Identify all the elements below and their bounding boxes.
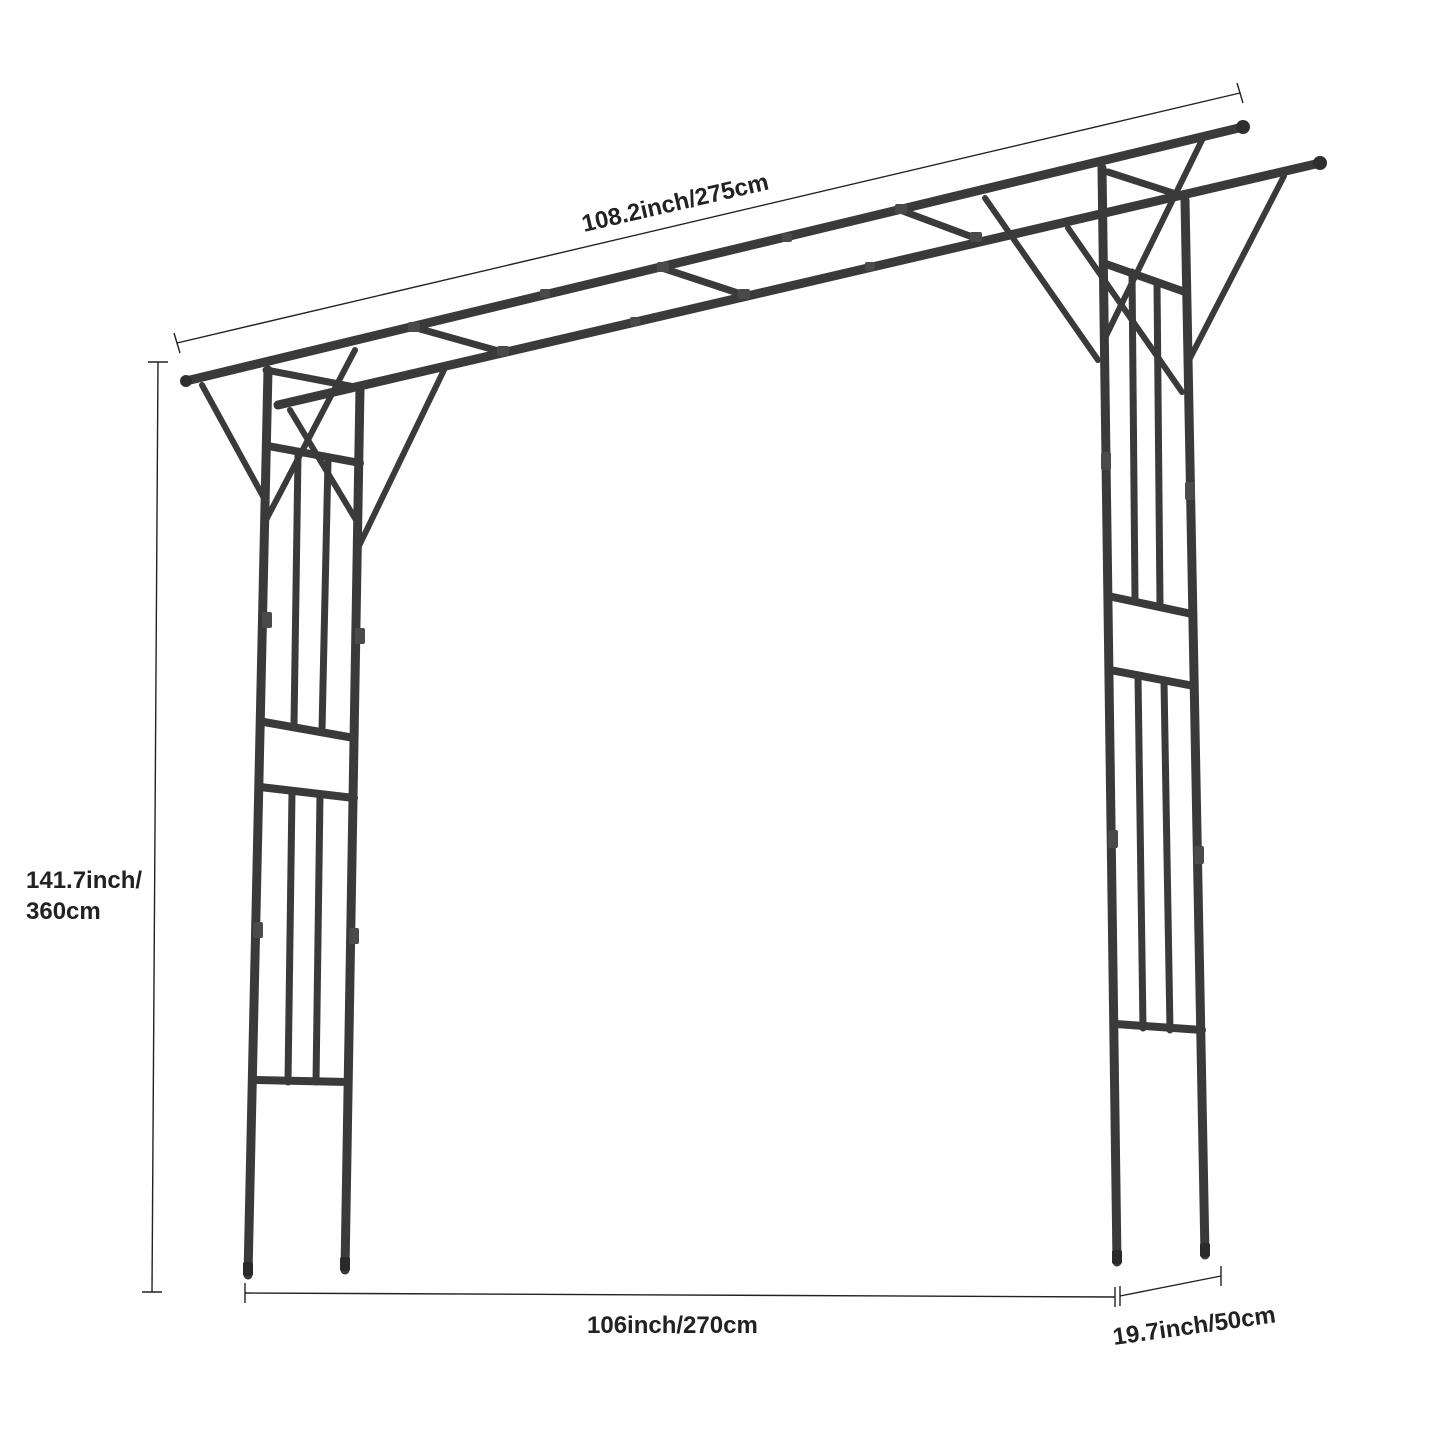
height-label-line2: 360cm bbox=[26, 898, 101, 925]
right-post-back bbox=[1097, 163, 1122, 1267]
right-slat-upper-2 bbox=[1153, 278, 1164, 609]
top-beams bbox=[180, 120, 1327, 410]
left-slat-upper-2 bbox=[318, 456, 332, 734]
right-crossbar-4 bbox=[1112, 1020, 1206, 1034]
depth-label: 19.7inch/50cm bbox=[1111, 1301, 1277, 1351]
length-dimension-line bbox=[176, 92, 1241, 344]
left-brace-front-inner bbox=[355, 367, 447, 551]
right-end-braces bbox=[982, 137, 1287, 395]
left-brace-front-outer bbox=[287, 407, 359, 523]
top-beam-back bbox=[181, 122, 1248, 386]
right-post-joints bbox=[1101, 452, 1204, 864]
right-brace-front-inner bbox=[1185, 173, 1287, 365]
left-slat-upper-1 bbox=[290, 451, 302, 729]
length-label: 108.2inch/275cm bbox=[579, 169, 771, 238]
left-post-back bbox=[243, 365, 273, 1280]
width-label: 106inch/270cm bbox=[587, 1312, 758, 1339]
right-post-front bbox=[1180, 195, 1210, 1260]
beam-cross-4 bbox=[1104, 168, 1186, 200]
left-foot-back bbox=[243, 1262, 253, 1276]
left-crossbar-1 bbox=[264, 442, 364, 467]
width-dimension-line bbox=[244, 1292, 1116, 1298]
right-slat-lower-2 bbox=[1160, 678, 1174, 1034]
left-post-front bbox=[340, 383, 365, 1275]
right-side-panel bbox=[1097, 163, 1210, 1267]
right-slat-lower-1 bbox=[1134, 672, 1147, 1032]
right-crossbar-3 bbox=[1106, 666, 1198, 690]
right-brace-front-outer bbox=[1065, 225, 1185, 395]
right-foot-front bbox=[1200, 1243, 1210, 1257]
arch-frame bbox=[180, 120, 1327, 1280]
left-brace-back-outer bbox=[199, 382, 268, 503]
right-crossbar-2 bbox=[1104, 592, 1196, 618]
beam-cross-3 bbox=[896, 206, 979, 242]
left-crossbar-4 bbox=[252, 1076, 352, 1086]
right-crossbar-1 bbox=[1102, 260, 1189, 296]
beam-cross-5 bbox=[262, 366, 364, 392]
right-foot-back bbox=[1112, 1250, 1122, 1264]
right-brace-back-outer bbox=[982, 195, 1101, 363]
length-tick-left bbox=[173, 332, 181, 354]
left-foot-front bbox=[340, 1257, 350, 1271]
beam-end-cap-back-right bbox=[1236, 120, 1250, 134]
beam-joints bbox=[408, 204, 982, 356]
beam-cross-1 bbox=[409, 323, 506, 356]
dimension-lines bbox=[142, 82, 1244, 1307]
height-label-line1: 141.7inch/ bbox=[26, 867, 142, 894]
left-crossbar-3 bbox=[256, 783, 358, 802]
left-slat-lower-1 bbox=[284, 788, 296, 1086]
left-brace-back-inner bbox=[263, 347, 358, 523]
length-tick-right bbox=[1236, 82, 1244, 104]
height-dimension-line bbox=[151, 361, 159, 1293]
left-crossbar-2 bbox=[260, 718, 358, 742]
left-slat-lower-2 bbox=[312, 791, 324, 1086]
beam-end-cap-front-right bbox=[1313, 156, 1327, 170]
left-end-braces bbox=[199, 347, 447, 551]
depth-dimension-line bbox=[1119, 1275, 1222, 1297]
beam-end-cap-back-left bbox=[180, 375, 192, 387]
right-slat-upper-1 bbox=[1128, 268, 1139, 602]
beam-cross-2 bbox=[658, 264, 748, 299]
left-post-joints bbox=[253, 612, 365, 944]
top-beam-front bbox=[273, 158, 1325, 410]
left-side-panel bbox=[243, 365, 365, 1280]
